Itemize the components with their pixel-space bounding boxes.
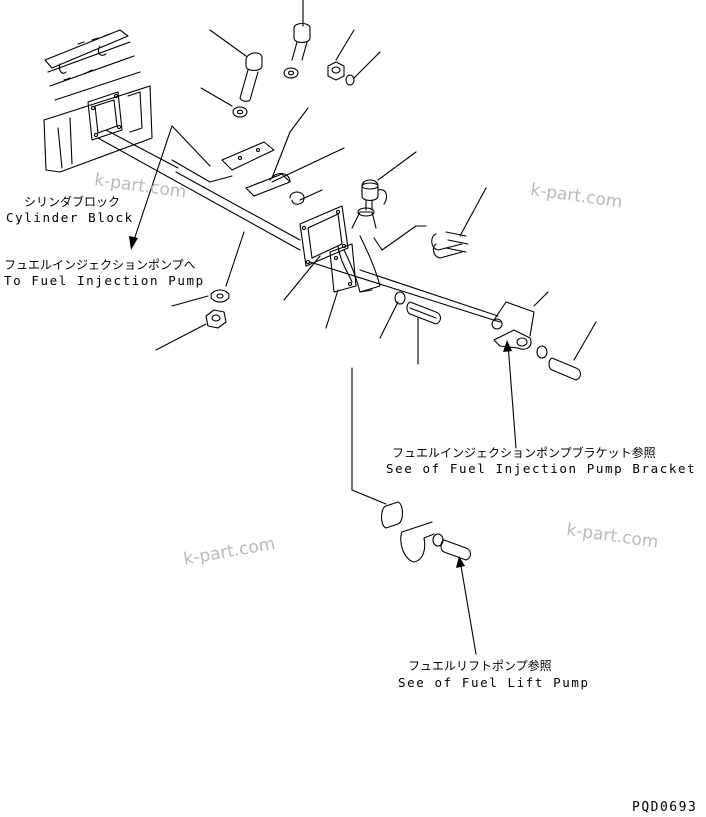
label-cylinder-block-en: Cylinder Block [6,210,134,225]
breather-cap [361,179,388,211]
label-lift-pump-jp: フュエルリフトポンプ参照 [408,659,552,673]
bolt-center [394,291,442,325]
bolt-upper-left [232,52,263,118]
arrow-heads [129,236,512,568]
label-lift-pump-en: See of Fuel Lift Pump [398,675,590,690]
cylinder-block [43,29,153,173]
label-bracket-en: See of Fuel Injection Pump Bracket [386,461,697,476]
leader-lines [155,0,597,505]
bolt-upper-right [283,22,311,79]
u-bolt [431,231,469,259]
bracket-fitting [491,318,582,381]
drawing-code: PQD0693 [632,800,698,815]
label-to-pump-en: To Fuel Injection Pump [4,273,205,288]
fuel-injection-pipe [97,129,501,323]
nut-top [327,61,355,86]
flange-plate [299,205,381,293]
arrow-pointers [133,125,517,655]
label-cylinder-block-jp: シリンダブロック [24,195,121,209]
lower-clamp [380,501,472,563]
label-bracket-jp: フュエルインジェクションポンプブラケット参照 [392,446,656,460]
nut-left [205,289,230,329]
label-to-pump-jp: フュエルインジェクションポンプへ [4,258,196,272]
